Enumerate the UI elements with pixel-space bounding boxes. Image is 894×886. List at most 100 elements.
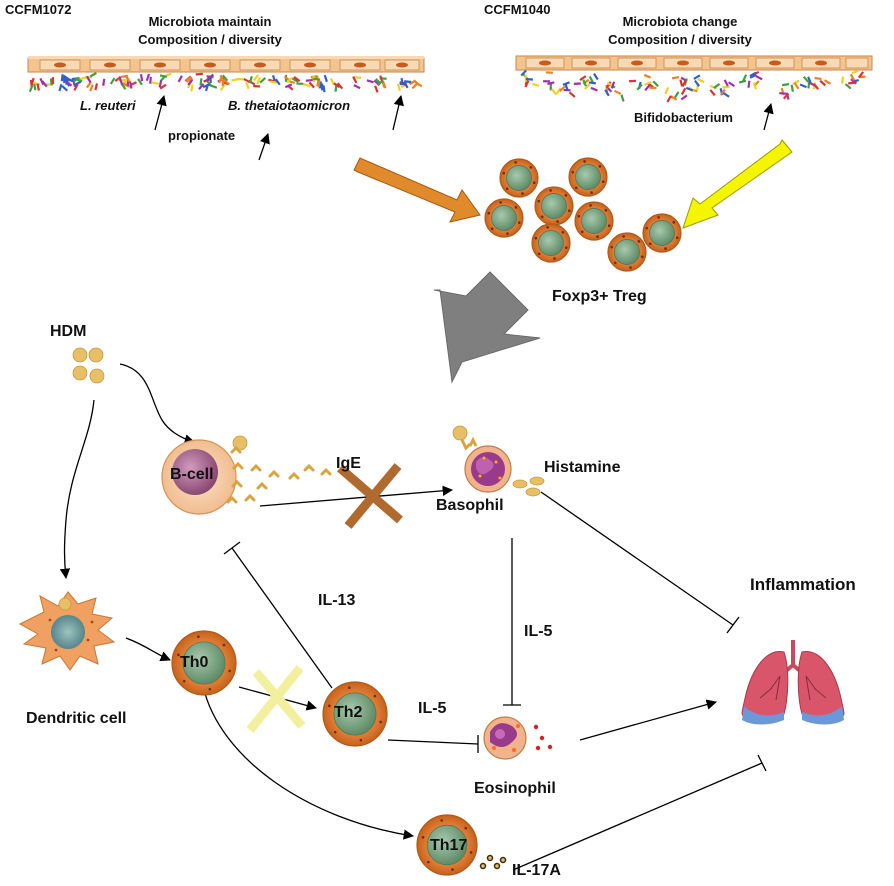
il5-th2-label: IL-5 (418, 700, 447, 717)
bacterium (671, 76, 680, 80)
il17a-label: IL-17A (512, 862, 561, 879)
basophil (452, 425, 545, 497)
bacterium (313, 77, 321, 81)
bacterium (742, 74, 748, 82)
th2-cell (322, 681, 388, 747)
bacterium (680, 87, 687, 95)
bacterium (850, 78, 858, 85)
treg-cell (574, 201, 614, 241)
bacterium (86, 81, 92, 89)
bacterium (256, 77, 261, 85)
bacterium (399, 81, 407, 86)
bacterium (681, 79, 687, 87)
bacterium (747, 80, 751, 88)
bacterium (579, 75, 587, 81)
up-arrow-right (763, 102, 774, 131)
up-arrows-left (154, 94, 404, 161)
bacterium (149, 76, 152, 84)
treg-cell (607, 232, 647, 272)
bacterium (74, 80, 82, 86)
bacterium (293, 76, 301, 82)
bacterium (588, 81, 597, 85)
bacterium (195, 72, 203, 76)
bacterium (41, 80, 48, 88)
bacterium (243, 77, 251, 84)
bacterium (543, 80, 551, 83)
lungs-icon (741, 640, 845, 725)
bacterium (568, 91, 576, 98)
bacterium (723, 79, 729, 87)
bacterium (844, 83, 852, 90)
bacterium (128, 81, 133, 89)
bacterium (223, 79, 230, 86)
bacterium (269, 80, 278, 84)
eosinophil (483, 716, 553, 760)
bacterium (814, 76, 822, 81)
bacterium (321, 83, 324, 91)
ige-block-cross (337, 463, 403, 529)
bacterium (139, 74, 144, 82)
bacterium (305, 78, 313, 82)
bacterium (588, 75, 594, 84)
inflammation-label: Inflammation (750, 575, 856, 594)
bacteria-layer-left (28, 72, 423, 93)
bacterium (849, 73, 856, 81)
eosinophil-label: Eosinophil (474, 780, 556, 797)
bacterium (109, 77, 116, 85)
th0-cell (171, 630, 237, 696)
bacterium (205, 75, 213, 82)
bacterium (593, 73, 599, 81)
bacterium (610, 81, 616, 89)
bacterium (374, 85, 379, 93)
bacterium (322, 85, 326, 93)
bacterium (614, 89, 622, 95)
hdm-label: HDM (50, 323, 87, 340)
treg-cluster (484, 157, 682, 272)
bacterium (62, 75, 66, 84)
bacterium (73, 83, 79, 91)
bacterium (122, 82, 131, 88)
bacterium (28, 84, 34, 93)
bacterium (336, 82, 344, 90)
bacterium (159, 75, 166, 82)
bacterium (51, 77, 55, 85)
bacterium (151, 81, 160, 85)
bacterium (221, 74, 229, 82)
left-title-line2: Composition / diversity (138, 32, 282, 47)
th2-label: Th2 (334, 704, 363, 721)
bacteria-layer-right (520, 69, 866, 103)
gray-arrow (433, 271, 541, 384)
bacterium (66, 78, 74, 83)
bacterium (291, 77, 299, 83)
bacterium (253, 74, 260, 82)
bacterium (793, 82, 800, 90)
bacterium (738, 79, 747, 84)
bacterium (532, 82, 540, 87)
bcell-label: B-cell (170, 466, 214, 483)
bacterium (790, 84, 794, 92)
th17-label: Th17 (430, 837, 468, 854)
epithelium-right (515, 55, 873, 71)
bacterium (848, 81, 856, 85)
strain-left: CCFM1072 (5, 2, 72, 17)
bacterium (296, 82, 304, 85)
bacterium (628, 79, 637, 83)
bacterium (79, 76, 87, 81)
bacterium (231, 78, 239, 82)
ige-label: IgE (336, 455, 361, 472)
bacterium (333, 82, 341, 89)
bacterium (670, 95, 678, 101)
bacterium (177, 75, 183, 83)
bacterium (415, 81, 423, 88)
bacterium (573, 82, 581, 85)
bacterium (841, 76, 845, 84)
bacterium (125, 75, 131, 83)
bacterium (75, 77, 83, 83)
bacterium (352, 76, 358, 84)
bacterium (590, 86, 598, 92)
bacterium (353, 76, 362, 80)
bacterium (857, 71, 865, 79)
bacterium (559, 85, 566, 92)
bacterium (33, 83, 37, 91)
treg-cell (642, 213, 682, 253)
